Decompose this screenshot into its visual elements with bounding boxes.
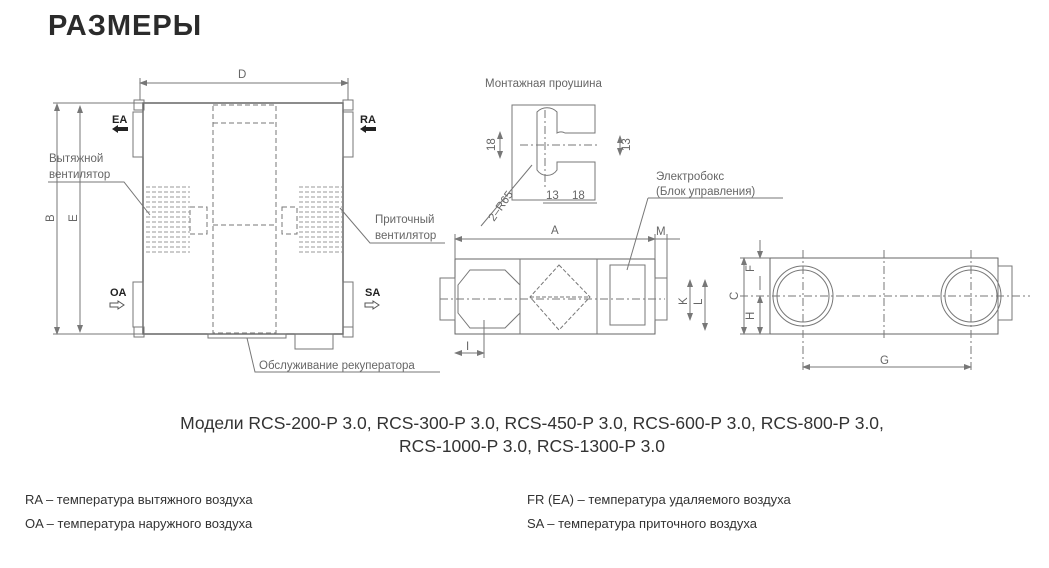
- dim-F: F: [745, 265, 757, 272]
- electrobox-label-2: (Блок управления): [656, 186, 755, 198]
- dim-L: L: [693, 298, 705, 305]
- label-oa: OA: [110, 287, 127, 299]
- dim-M: M: [656, 226, 666, 238]
- service-label: Обслуживание рекуператора: [259, 360, 415, 372]
- dim-E: E: [68, 214, 80, 222]
- legend-oa: OA – температура наружного воздуха: [25, 516, 253, 531]
- dim-I: I: [466, 341, 469, 353]
- legend-ra: RA – температура вытяжного воздуха: [25, 492, 253, 507]
- exhaust-fan-label: Вытяжной: [49, 153, 103, 165]
- models-line-1: Модели RCS-200-P 3.0, RCS-300-P 3.0, RCS…: [180, 413, 884, 433]
- dimensions-drawing: D B E EA RA OA SA Вытяжной вентилятор Пр…: [45, 69, 1030, 373]
- dim-18-left: 18: [486, 138, 498, 151]
- dim-D: D: [238, 69, 246, 81]
- electrobox-label: Электробокс: [656, 171, 724, 183]
- radius-label: 2–R65: [487, 189, 516, 224]
- supply-fan-label: Приточный: [375, 214, 434, 226]
- supply-fan-label-2: вентилятор: [375, 230, 436, 242]
- dim-18-bottom: 18: [572, 190, 585, 202]
- exhaust-fan-label-2: вентилятор: [49, 169, 110, 181]
- end-view: [740, 240, 1030, 370]
- dim-G: G: [880, 355, 889, 367]
- label-ra: RA: [360, 114, 376, 126]
- legend-fr: FR (EA) – температура удаляемого воздуха: [527, 492, 791, 507]
- dim-H: H: [745, 312, 757, 320]
- label-ea: EA: [112, 114, 127, 126]
- dim-13-bottom: 13: [546, 190, 559, 202]
- eyelet-title: Монтажная проушина: [485, 78, 602, 90]
- dim-C: C: [729, 292, 741, 300]
- page-title: РАЗМЕРЫ: [48, 10, 203, 42]
- side-view: [439, 197, 783, 358]
- dim-13-right: 13: [621, 138, 633, 151]
- dim-A: A: [551, 225, 559, 237]
- dim-K: K: [678, 297, 690, 305]
- label-sa: SA: [365, 287, 380, 299]
- mounting-eyelet-detail: [480, 104, 623, 227]
- legend-sa: SA – температура приточного воздуха: [527, 516, 757, 531]
- dim-B: B: [45, 214, 57, 222]
- models-line-2: RCS-1000-P 3.0, RCS-1300-P 3.0: [399, 436, 665, 456]
- front-view: [48, 78, 445, 373]
